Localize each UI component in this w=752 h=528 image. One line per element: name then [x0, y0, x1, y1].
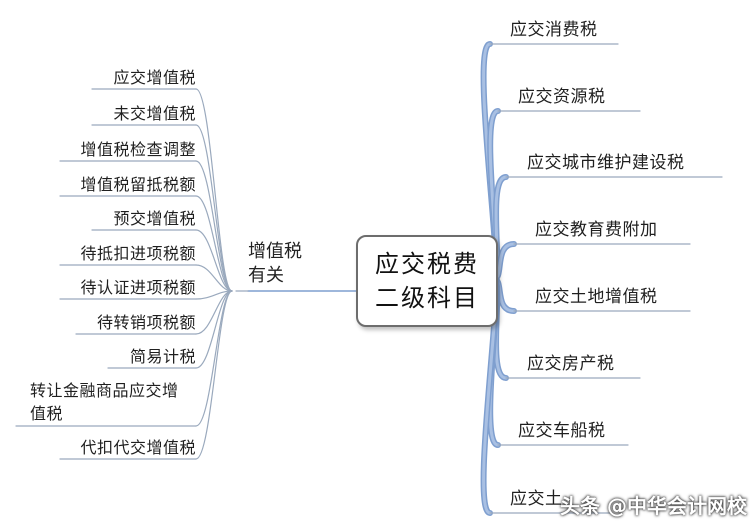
left-branch-curve-1 [195, 88, 233, 292]
left-item-3: 增值税检查调整 [80, 140, 196, 159]
right-item-6: 应交房产税 [527, 354, 615, 374]
vat-branch-line1: 增值税 [248, 241, 302, 262]
left-item-2: 未交增值税 [113, 104, 196, 123]
left-item-10b: 值税 [30, 404, 64, 423]
left-branch-curve-2 [195, 124, 233, 292]
left-item-11: 代扣代交增值税 [80, 438, 196, 457]
central-topic-line1: 应交税费 [375, 250, 479, 278]
left-branch-curve-3 [195, 160, 233, 292]
right-item-2: 应交资源税 [518, 87, 606, 107]
left-branch-curve-11 [195, 290, 233, 460]
left-item-7: 待认证进项税额 [80, 278, 196, 297]
central-topic-line2: 二级科目 [375, 284, 479, 312]
left-branch-curve-9 [195, 290, 233, 369]
right-item-1: 应交消费税 [510, 20, 598, 40]
left-branch-curve-6 [195, 264, 233, 292]
right-item-7: 应交车船税 [518, 421, 606, 441]
vat-branch-line2: 有关 [248, 265, 284, 286]
left-item-1: 应交增值税 [113, 68, 196, 87]
watermark: 头条 @中华会计网校 [560, 494, 747, 518]
left-item-10a: 转让金融商品应交增 [30, 381, 179, 400]
right-item-5: 应交土地增值税 [535, 287, 658, 307]
right-item-4: 应交教育费附加 [535, 220, 658, 240]
right-item-3: 应交城市维护建设税 [527, 153, 685, 173]
left-item-4: 增值税留抵税额 [80, 175, 196, 194]
right-item-8: 应交土 [510, 489, 563, 509]
vat-branch-node: 增值税 有关 [248, 240, 302, 288]
left-item-8: 待转销项税额 [96, 313, 196, 332]
left-item-9: 简易计税 [129, 347, 196, 366]
left-branch-curve-10 [195, 290, 233, 427]
central-topic: 应交税费 二级科目 [356, 235, 498, 327]
left-item-5: 预交增值税 [113, 209, 196, 228]
left-item-6: 待抵扣进项税额 [80, 244, 196, 263]
left-branch-curve-5 [195, 229, 233, 292]
left-branch-curve-4 [195, 195, 233, 292]
